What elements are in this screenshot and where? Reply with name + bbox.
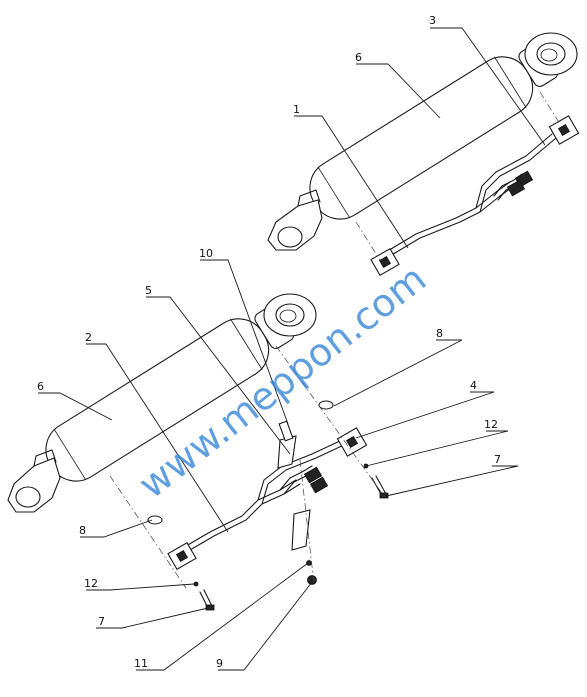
label-part-9: 9	[216, 657, 223, 670]
upper-clevis	[267, 189, 323, 251]
lower-port-block-right	[336, 427, 368, 457]
label-part-10: 10	[199, 247, 213, 260]
label-part-2: 2	[85, 331, 92, 344]
label-part-12-left: 12	[84, 577, 98, 590]
upper-fitting	[506, 170, 534, 197]
label-part-7-right: 7	[494, 453, 501, 466]
label-part-6-lower: 6	[37, 380, 44, 393]
clamp-plate-lower	[291, 509, 311, 551]
upper-port-block-right	[548, 115, 580, 145]
upper-port-block-left	[370, 247, 400, 277]
lower-port-block-left	[167, 541, 197, 571]
label-part-8-lower: 8	[79, 524, 86, 537]
o-ring-lower	[147, 515, 163, 525]
leader-lines	[38, 27, 546, 671]
upper-cylinder-assembly	[267, 32, 580, 277]
hex-nut	[307, 575, 317, 585]
label-part-5: 5	[145, 284, 152, 297]
lower-cylinder-assembly	[7, 293, 389, 611]
label-part-3: 3	[429, 14, 436, 27]
part-labels: 3 6 1 10 5 2 6 8 8 4 12 7 12 7 11 9	[37, 14, 501, 670]
label-part-8-upper: 8	[436, 327, 443, 340]
washer-left	[193, 581, 199, 587]
upper-rod-eye	[524, 32, 578, 76]
lower-fittings	[303, 466, 329, 494]
bolt-left	[199, 589, 215, 611]
label-part-11: 11	[134, 657, 148, 670]
label-part-1: 1	[293, 103, 300, 116]
label-part-6-upper: 6	[355, 51, 362, 64]
bolt-right	[371, 475, 389, 499]
label-part-4: 4	[470, 379, 477, 392]
lower-clevis	[7, 449, 61, 513]
upper-tube-1	[385, 133, 557, 257]
label-part-12-right: 12	[484, 418, 498, 431]
label-part-7-left: 7	[98, 615, 105, 628]
o-ring-upper	[318, 400, 334, 410]
lower-rod-eye	[263, 293, 317, 337]
